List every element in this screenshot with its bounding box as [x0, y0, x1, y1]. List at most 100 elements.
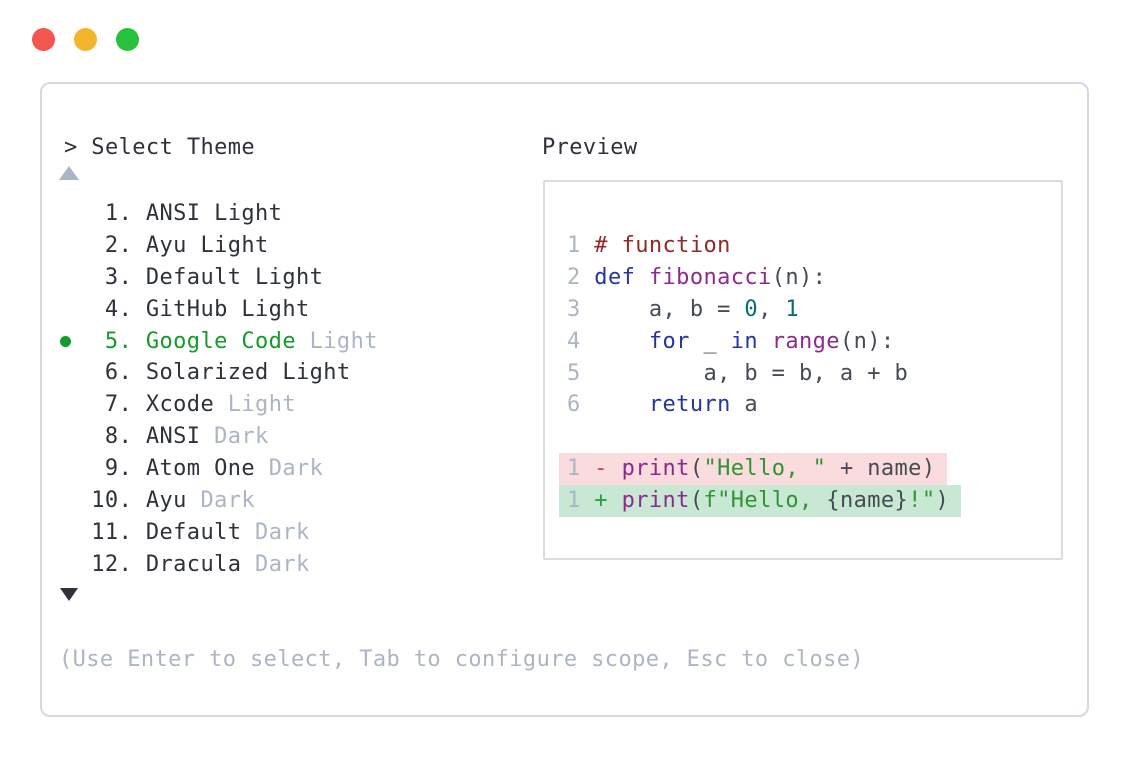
theme-item-number: 11.	[64, 519, 146, 545]
code-token-kw: for	[648, 328, 690, 354]
close-button[interactable]	[32, 28, 55, 51]
code-token-plain	[758, 329, 772, 354]
theme-list-item[interactable]: 8. ANSI Dark	[64, 421, 378, 453]
theme-item-number: 12.	[64, 551, 146, 577]
theme-item-variant: Dark	[255, 456, 324, 482]
theme-list: 1. ANSI Light 2. Ayu Light 3. Default Li…	[60, 198, 378, 581]
page-title: Select Theme	[91, 135, 256, 160]
line-number: 1	[567, 488, 595, 514]
code-line: 5 a, b = b, a + b	[567, 358, 961, 390]
code-token-plain: )	[935, 488, 950, 514]
theme-item-number: 9.	[64, 456, 146, 482]
code-token-plain: (	[689, 456, 704, 482]
code-line: 6 return a	[567, 389, 961, 421]
code-token-str: f"Hello,	[703, 488, 827, 514]
code-token-plain: a, b = b, a + b	[594, 360, 909, 386]
theme-item-name: Google Code	[145, 328, 296, 354]
keyboard-hint: (Use Enter to select, Tab to configure s…	[59, 647, 865, 672]
theme-list-item[interactable]: 12. Dracula Dark	[64, 549, 378, 581]
theme-item-number: 4.	[64, 296, 146, 322]
theme-item-number: 6.	[64, 360, 146, 386]
theme-list-item[interactable]: 11. Default Dark	[64, 517, 378, 549]
line-number: 2	[567, 264, 595, 290]
scroll-up-icon[interactable]	[59, 166, 79, 180]
line-number: 3	[567, 296, 595, 322]
prompt-line: > Select Theme	[64, 132, 255, 164]
maximize-button[interactable]	[116, 28, 139, 51]
theme-list-item[interactable]: 9. Atom One Dark	[64, 453, 378, 485]
theme-item-name: Default Light	[145, 264, 324, 290]
theme-list-item[interactable]: 2. Ayu Light	[64, 230, 378, 262]
code-token-str: "Hello, "	[703, 456, 827, 482]
preview-title: Preview	[542, 135, 638, 160]
theme-list-item[interactable]: 1. ANSI Light	[64, 198, 378, 230]
theme-item-number: 10.	[64, 488, 146, 514]
code-token-str: !"	[908, 488, 936, 514]
prompt-symbol: >	[64, 135, 92, 160]
code-token-plain	[594, 329, 649, 354]
line-number: 1	[567, 456, 595, 482]
theme-item-number: 8.	[64, 424, 146, 450]
minimize-button[interactable]	[74, 28, 97, 51]
theme-item-variant: Dark	[241, 519, 310, 545]
code-line: 3 a, b = 0, 1	[567, 294, 961, 326]
theme-list-item[interactable]: 4. GitHub Light	[64, 294, 378, 326]
theme-item-number: 7.	[64, 392, 146, 418]
code-token-plain: (n):	[839, 328, 895, 354]
theme-picker-panel: > Select Theme 1. ANSI Light 2. Ayu Ligh…	[40, 82, 1089, 717]
theme-item-name: Dracula	[145, 551, 242, 577]
theme-list-item[interactable]: 10. Ayu Dark	[64, 485, 378, 517]
theme-item-name: ANSI Light	[145, 201, 283, 226]
theme-item-name: Ayu Light	[145, 232, 269, 258]
code-token-plain: (	[689, 488, 704, 514]
code-token-plain: _	[689, 328, 731, 354]
theme-item-number: 1.	[64, 201, 146, 226]
diff-line-removed: 1 - print("Hello, " + name)	[559, 453, 948, 486]
theme-item-name: Ayu	[145, 488, 187, 514]
code-token-kw: in	[730, 328, 759, 354]
theme-item-number: 2.	[64, 232, 146, 258]
code-token-fn: range	[771, 328, 840, 354]
code-token-plain: a, b =	[594, 296, 745, 322]
theme-item-variant: Light	[295, 328, 378, 354]
code-token-minus: -	[594, 456, 622, 482]
code-token-plain	[635, 265, 649, 290]
theme-item-name: Default	[145, 519, 242, 545]
theme-list-item[interactable]: 6. Solarized Light	[64, 357, 378, 389]
code-token-plain: a	[730, 392, 759, 418]
line-number: 1	[567, 233, 595, 258]
code-token-fn: print	[621, 488, 690, 514]
code-line: 2 def fibonacci(n):	[567, 262, 961, 294]
theme-list-item[interactable]: 5. Google Code Light	[60, 326, 378, 358]
code-token-plain: (n):	[771, 264, 827, 290]
theme-item-variant: Light	[214, 392, 296, 418]
code-token-lit: 1	[785, 296, 800, 322]
line-number: 4	[567, 328, 595, 354]
line-number: 5	[567, 360, 595, 386]
theme-item-number: 3.	[64, 264, 146, 290]
code-line: 1 # function	[567, 230, 961, 262]
window-controls	[32, 28, 139, 51]
code-line-blank	[567, 421, 961, 453]
code-line: 4 for _ in range(n):	[567, 326, 961, 358]
selected-dot-icon	[60, 336, 71, 347]
code-token-plain: ,	[758, 296, 786, 322]
code-token-plus: +	[594, 488, 622, 514]
theme-list-item[interactable]: 3. Default Light	[64, 262, 378, 294]
theme-list-item[interactable]: 7. Xcode Light	[64, 389, 378, 421]
theme-item-variant: Dark	[186, 488, 256, 514]
theme-item-number: 5.	[64, 328, 146, 354]
code-token-kw: def	[594, 264, 636, 290]
code-token-comment: # function	[594, 233, 731, 258]
theme-item-name: Atom One	[145, 456, 256, 482]
scroll-down-icon[interactable]	[60, 588, 78, 601]
code-token-plain: + name)	[826, 456, 936, 482]
line-number: 6	[567, 392, 595, 418]
code-token-plain	[594, 392, 649, 417]
code-token-kw: return	[648, 392, 731, 418]
theme-item-name: ANSI	[145, 424, 201, 450]
theme-item-name: GitHub Light	[145, 296, 310, 322]
code-token-plain: {name}	[826, 488, 909, 514]
